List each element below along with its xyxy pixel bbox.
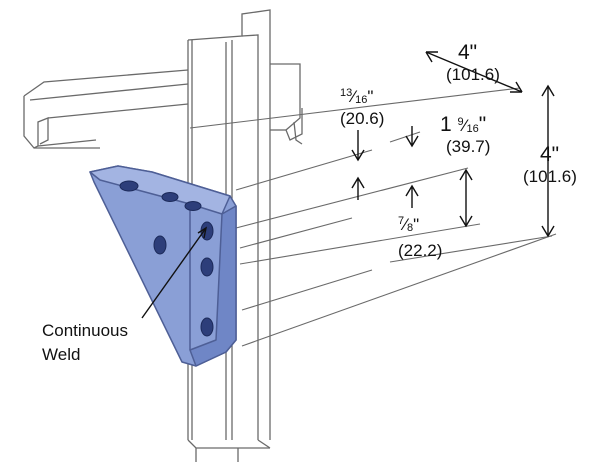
- bolt-holes: [119, 180, 214, 337]
- dimension-arrows: [351, 51, 555, 238]
- width-metric: (101.6): [446, 65, 500, 84]
- hole-size-metric: (22.2): [398, 241, 443, 260]
- weld-leader: [141, 226, 208, 319]
- edge-num: 13: [340, 87, 353, 99]
- horizontal-channel: [23, 69, 189, 149]
- height-metric: (101.6): [523, 167, 577, 186]
- height-label: 4": [540, 143, 560, 166]
- hole-web: [153, 235, 167, 255]
- hole-top-1: [119, 180, 139, 192]
- hole-side-2: [200, 257, 214, 277]
- edge-distance-label: 13⁄16": [340, 87, 374, 107]
- spacing-den: 16: [466, 123, 479, 136]
- weld-callout-line2: Weld: [42, 345, 81, 364]
- edge-den: 16: [355, 94, 368, 107]
- bracket-side-flange: [189, 205, 237, 367]
- hole-unit: ": [413, 215, 420, 235]
- hole-side-3: [200, 317, 214, 337]
- width-label: 4": [458, 41, 478, 64]
- hole-size-label: 7⁄8": [398, 215, 420, 235]
- spacing-whole: 1: [440, 113, 452, 136]
- hole-side-1: [200, 221, 214, 241]
- spacing-unit: ": [478, 113, 487, 136]
- spacing-num: 9: [457, 115, 464, 128]
- hole-top-2: [161, 192, 179, 202]
- spacing-label: 1 9⁄16": [440, 113, 487, 136]
- hole-den: 8: [406, 222, 414, 235]
- hole-num: 7: [398, 215, 405, 227]
- hole-top-3: [184, 201, 202, 211]
- right-channel-stub: [270, 63, 303, 145]
- edge-unit: ": [367, 87, 374, 107]
- weld-callout-line1: Continuous: [42, 321, 129, 340]
- gusset-bracket: [89, 165, 237, 367]
- spacing-metric: (39.7): [446, 137, 491, 156]
- extension-lines: [189, 87, 557, 347]
- edge-distance-metric: (20.6): [340, 109, 385, 128]
